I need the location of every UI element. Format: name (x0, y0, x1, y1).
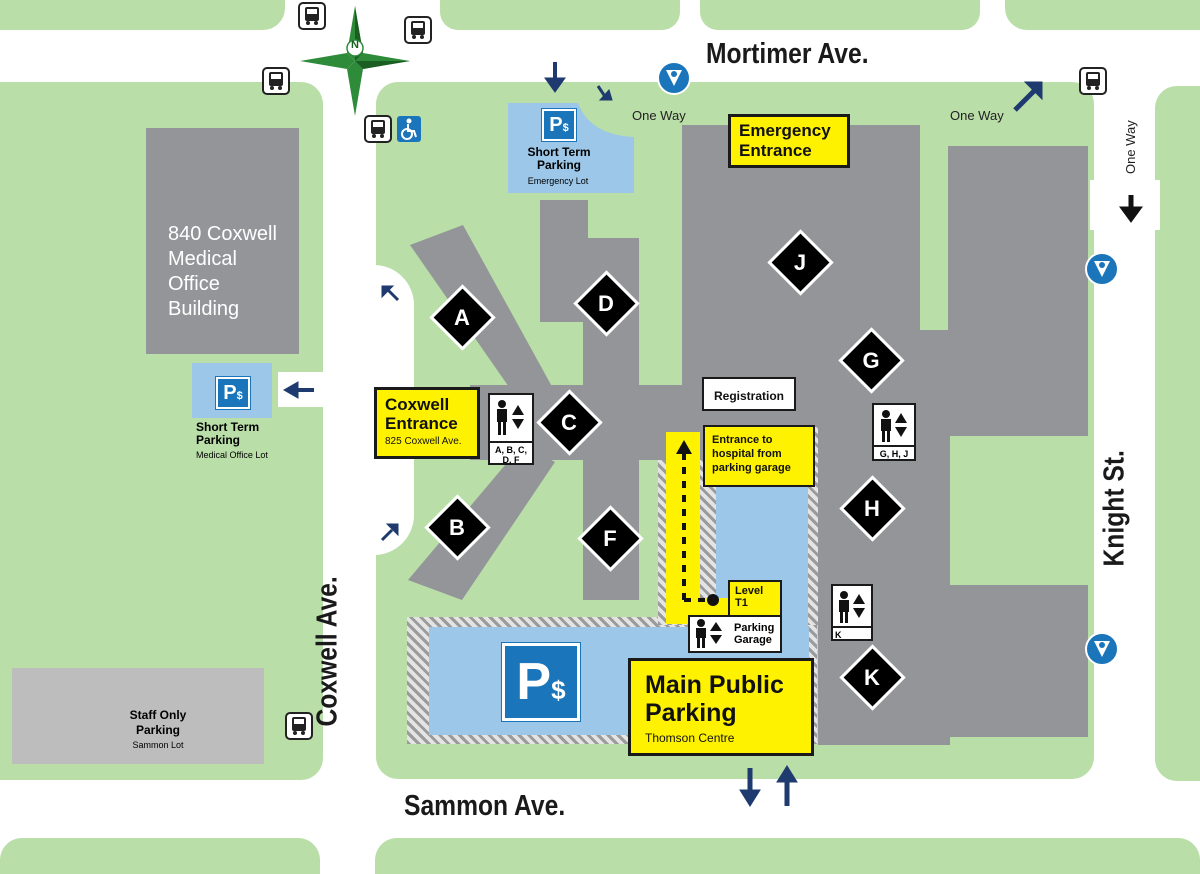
emergency-entrance-text: Emergency Entrance (739, 121, 831, 160)
info-icon-knight-south (1085, 632, 1119, 666)
main-public-parking-label: Main Public Parking Thomson Centre (628, 658, 814, 756)
parking-dollar: $ (551, 675, 566, 705)
bus-icon-5 (1079, 67, 1107, 95)
grass-top-mid2 (700, 0, 980, 30)
wing-a-letter: A (454, 305, 470, 330)
level-t1-label: Level T1 (728, 580, 782, 618)
bus-icon-4 (364, 115, 392, 143)
wing-east-main (948, 146, 1088, 436)
elevator-tag-k: K (831, 626, 873, 641)
elevator-tag-abcdf: A, B, C, D, F (488, 441, 534, 465)
wheelchair-icon (397, 116, 421, 142)
elevator-icon-ghj (872, 403, 916, 447)
parking-p: P (223, 382, 237, 404)
grass-top-mid1 (440, 0, 680, 30)
main-public-parking-sub: Thomson Centre (645, 731, 735, 745)
street-mortimer: Mortimer Ave. (706, 38, 869, 70)
parking-icon-emergency: P$ (542, 109, 576, 141)
short-term-medical-title: Short Term Parking (196, 420, 260, 447)
short-term-medical-sub: Medical Office Lot (196, 450, 268, 460)
garage-entrance-label: Entrance to hospital from parking garage (703, 425, 815, 487)
medical-office-label: 840 Coxwell Medical Office Building (168, 223, 277, 320)
elevator-icon-garage (690, 617, 730, 651)
parking-p: P (549, 114, 563, 136)
bus-icon-6 (285, 712, 313, 740)
building-staff-lot (12, 668, 264, 764)
short-term-emergency-title: Short Term Parking (527, 145, 591, 172)
grass-mortimer-strip (618, 82, 1003, 104)
wing-j-letter: J (793, 250, 807, 275)
grass-east-block (1155, 86, 1200, 781)
info-icon-mortimer (657, 61, 691, 95)
coxwell-entrance-label: Coxwell Entrance 825 Coxwell Ave. (374, 387, 480, 459)
main-public-parking-title: Main Public Parking (645, 671, 784, 727)
parking-icon-main: P$ (502, 643, 580, 721)
short-term-emergency-sub: Emergency Lot (527, 176, 589, 186)
registration-label: Registration (702, 377, 796, 411)
staff-parking-sub: Sammon Lot (132, 740, 184, 750)
wing-b-letter: B (449, 515, 465, 540)
parking-dollar: $ (236, 390, 243, 402)
wing-d-letter: D (598, 291, 614, 316)
emergency-entrance-label: Emergency Entrance (728, 114, 850, 168)
bus-icon-1 (298, 2, 326, 30)
elevator-icon-abcdf (488, 393, 534, 443)
wing-k-letter: K (864, 665, 880, 690)
elevator-icon-k (831, 584, 873, 628)
parking-icon-medical: P$ (216, 377, 250, 409)
one-way-label-left: One Way (632, 108, 686, 123)
driveway-knight (1090, 180, 1160, 230)
parking-dollar: $ (562, 122, 569, 134)
street-sammon: Sammon Ave. (404, 790, 566, 822)
compass-icon (300, 6, 410, 116)
elevator-tag-ghj: G, H, J (872, 445, 916, 461)
bus-icon-3 (262, 67, 290, 95)
info-icon-knight-north (1085, 252, 1119, 286)
grass-bottom-left (0, 838, 320, 874)
grass-top-right (1005, 0, 1200, 30)
building-840-coxwell (146, 128, 299, 354)
wing-h-letter: H (864, 496, 880, 521)
parking-garage-text: Parking Garage (734, 622, 775, 646)
wing-g-letter: G (862, 348, 880, 373)
parking-p: P (516, 653, 552, 711)
garage-entrance-text: Entrance to hospital from parking garage (712, 434, 791, 474)
registration-text: Registration (713, 389, 784, 403)
one-way-label-right: One Way (950, 108, 1004, 123)
coxwell-entrance-address: 825 Coxwell Ave. (385, 436, 462, 447)
grass-top-left (0, 0, 285, 30)
level-t1-text: Level T1 (735, 585, 764, 609)
wing-c-letter: C (561, 410, 577, 435)
bus-icon-2 (404, 16, 432, 44)
staff-parking-title: Staff Only Parking (129, 708, 187, 737)
wing-f-letter: F (603, 526, 617, 551)
wing-j-north (682, 165, 822, 185)
wing-k-east (948, 585, 1088, 737)
grass-bottom-right (375, 838, 1200, 874)
compass-north-label: N (351, 39, 359, 51)
coxwell-entrance-title: Coxwell Entrance (385, 395, 458, 433)
